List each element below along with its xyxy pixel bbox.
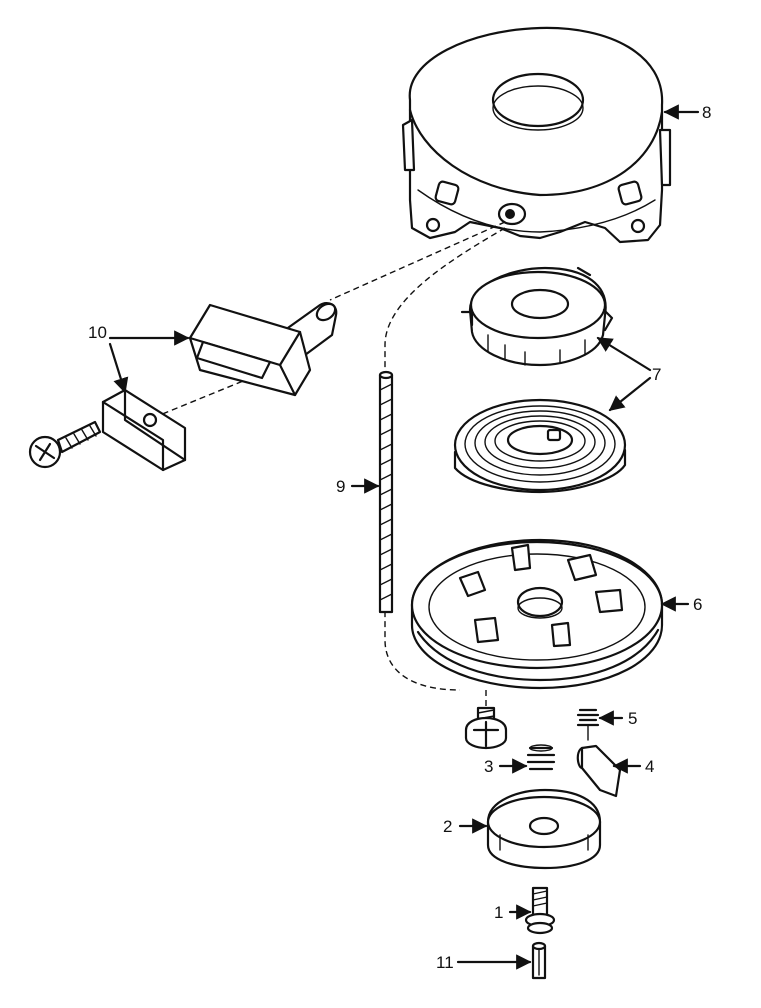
callout-10: 10 [88, 323, 107, 342]
pawl-spring [576, 708, 600, 741]
spring-retainer-cup [460, 266, 614, 367]
starter-rope [378, 370, 394, 614]
brake-spring [526, 744, 556, 771]
recoil-spring [453, 398, 627, 494]
callout-5: 5 [628, 709, 637, 728]
callout-2: 2 [443, 817, 452, 836]
rope-path-line [384, 227, 506, 691]
callout-8: 8 [702, 103, 711, 122]
pawl [576, 744, 622, 798]
roll-pin [531, 941, 547, 980]
callout-6: 6 [693, 595, 702, 614]
leader-line-7a [596, 336, 652, 372]
handle-insert [101, 388, 187, 472]
callout-3: 3 [484, 757, 493, 776]
center-screw [524, 886, 556, 935]
cam-dog-retainer [486, 788, 602, 870]
callout-11: 11 [436, 953, 454, 972]
starter-housing [401, 26, 672, 244]
callout-1: 1 [494, 903, 503, 922]
leader-line-7b [608, 376, 652, 412]
pawl-retainer-nut [464, 706, 508, 750]
starter-handle [188, 301, 338, 397]
rope-path-line [329, 221, 506, 301]
callout-7: 7 [652, 365, 661, 384]
callout-9: 9 [336, 477, 345, 496]
callout-4: 4 [645, 757, 654, 776]
handle-screw [28, 420, 102, 469]
leader-line-10b [108, 342, 129, 394]
rope-pulley [410, 538, 664, 690]
